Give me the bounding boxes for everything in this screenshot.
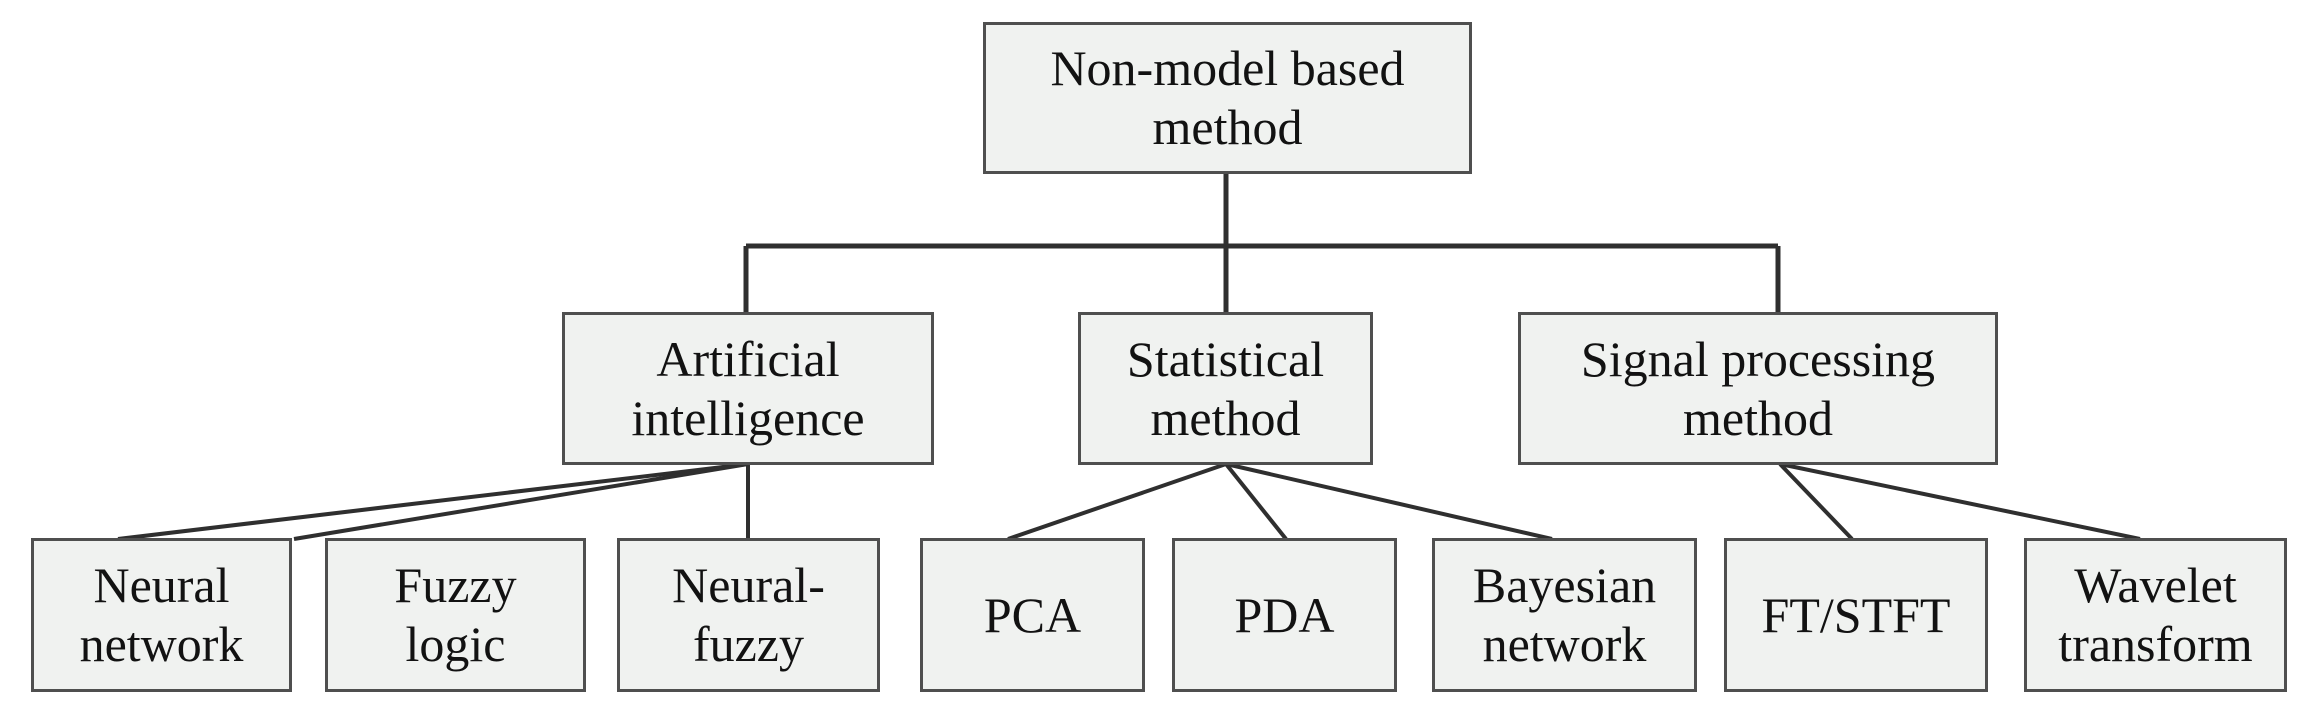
node-label-bayesian-network: Bayesian network — [1472, 557, 1657, 672]
node-label-neural-network: Neural network — [79, 557, 244, 672]
node-bayesian-network[interactable]: Bayesian network — [1432, 538, 1697, 692]
node-label-neural-fuzzy: Neural- fuzzy — [672, 557, 825, 672]
node-wavelet-transform[interactable]: Wavelet transform — [2024, 538, 2287, 692]
node-pda[interactable]: PDA — [1172, 538, 1397, 692]
node-pca[interactable]: PCA — [920, 538, 1145, 692]
node-label-fuzzy-logic: Fuzzy logic — [394, 557, 517, 672]
node-label-signal-processing-method: Signal processing method — [1580, 330, 1936, 446]
node-ft-stft[interactable]: FT/STFT — [1724, 538, 1988, 692]
node-label-wavelet-transform: Wavelet transform — [2058, 557, 2253, 672]
node-statistical-method[interactable]: Statistical method — [1078, 312, 1373, 465]
edge-statistical-to-pda — [1224, 462, 1288, 541]
node-label-statistical-method: Statistical method — [1126, 330, 1325, 446]
edge-signal-to-ft-stft — [1778, 462, 1854, 541]
node-label-non-model-based-method: Non-model based method — [1050, 40, 1405, 155]
node-label-pca: PCA — [983, 586, 1082, 643]
node-neural-fuzzy[interactable]: Neural- fuzzy — [617, 538, 880, 692]
node-label-artificial-intelligence: Artificial intelligence — [631, 330, 865, 446]
edge-statistical-to-bayesian-network — [1225, 462, 1553, 541]
node-label-pda: PDA — [1234, 586, 1335, 643]
edge-ai-to-neural-network — [117, 462, 749, 541]
edge-statistical-to-pca — [1007, 462, 1227, 541]
edge-ai-to-fuzzy-logic — [293, 462, 749, 541]
node-fuzzy-logic[interactable]: Fuzzy logic — [325, 538, 586, 692]
node-non-model-based-method[interactable]: Non-model based method — [983, 22, 1472, 174]
node-neural-network[interactable]: Neural network — [31, 538, 292, 692]
node-label-ft-stft: FT/STFT — [1761, 586, 1951, 643]
edge-signal-to-wavelet-transform — [1779, 462, 2141, 541]
node-signal-processing-method[interactable]: Signal processing method — [1518, 312, 1998, 465]
node-artificial-intelligence[interactable]: Artificial intelligence — [562, 312, 934, 465]
